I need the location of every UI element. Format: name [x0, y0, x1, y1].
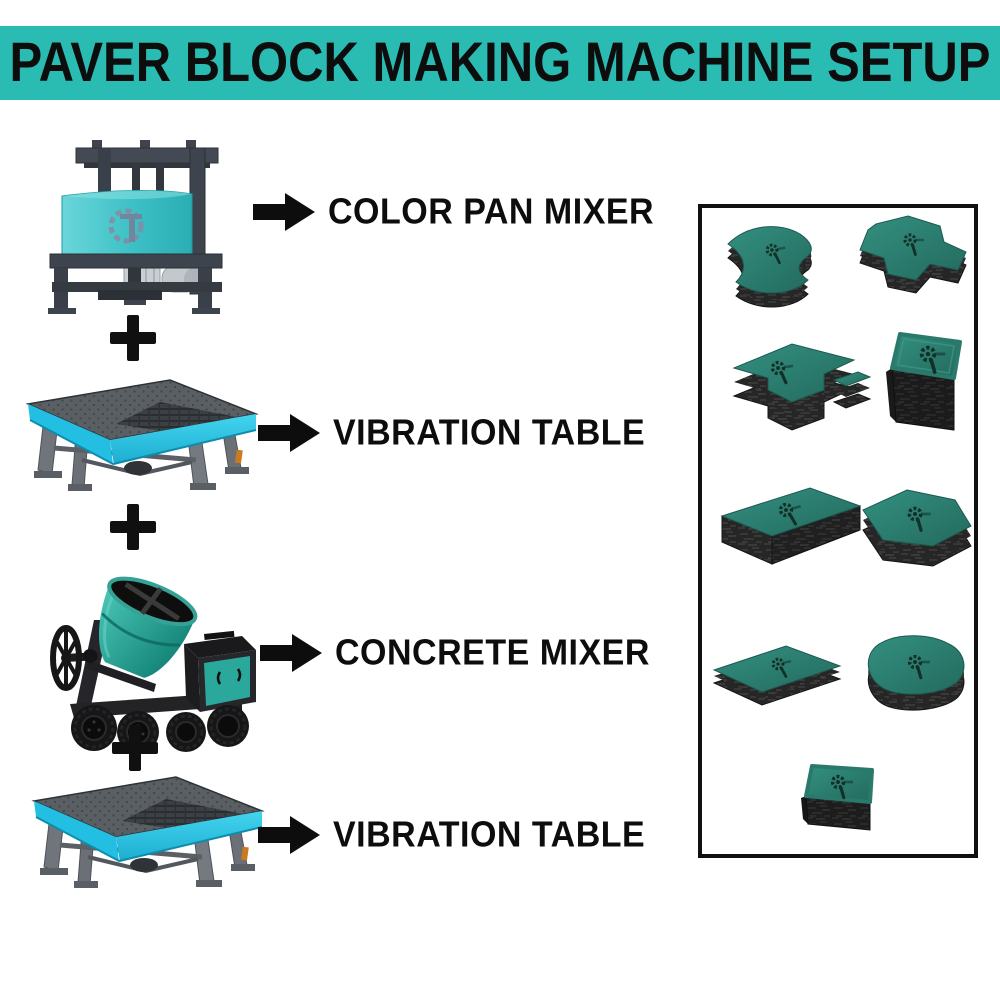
paver-products-panel	[698, 204, 978, 858]
wheels	[71, 705, 249, 753]
concrete-mixer-illustration	[50, 576, 256, 753]
right-arrow-icon	[253, 193, 315, 231]
step-label: VIBRATION TABLE	[333, 412, 646, 453]
step-label: COLOR PAN MIXER	[328, 191, 655, 232]
engine-box	[184, 630, 256, 712]
right-arrow-icon	[258, 816, 320, 854]
square-paver-block	[801, 764, 874, 831]
hexagon-paver-block	[862, 489, 972, 567]
vibration-table-illustration	[25, 379, 259, 491]
step-label: VIBRATION TABLE	[333, 814, 646, 855]
step-annotation: VIBRATION TABLE	[258, 812, 645, 858]
l-shaped-paver-block	[732, 343, 872, 431]
step-annotation: COLOR PAN MIXER	[253, 189, 654, 235]
page-title: PAVER BLOCK MAKING MACHINE SETUP	[9, 32, 991, 94]
cube-paver-block	[886, 332, 962, 431]
right-arrow-icon	[260, 634, 322, 672]
rectangle-paver-block	[720, 487, 862, 565]
right-arrow-icon	[258, 414, 320, 452]
header-banner: PAVER BLOCK MAKING MACHINE SETUP	[0, 26, 1000, 100]
diamond-paver-block	[712, 645, 842, 706]
mixer-pan-drum	[61, 189, 193, 264]
hand-wheel-icon	[50, 625, 99, 691]
vibration-table-illustration	[31, 776, 265, 888]
plus-icon	[112, 725, 158, 771]
brand-watermark-icon	[108, 208, 144, 244]
mixer-drum	[99, 576, 198, 678]
color-pan-mixer-illustration	[48, 140, 223, 314]
step-annotation: VIBRATION TABLE	[258, 410, 645, 456]
plus-icon	[110, 504, 156, 550]
wave-paver-block	[727, 226, 812, 308]
trihex-paver-block	[859, 215, 967, 294]
plus-icon	[110, 315, 156, 361]
cobble-paver-block	[867, 635, 965, 711]
step-label: CONCRETE MIXER	[335, 632, 650, 673]
step-annotation: CONCRETE MIXER	[260, 630, 650, 676]
